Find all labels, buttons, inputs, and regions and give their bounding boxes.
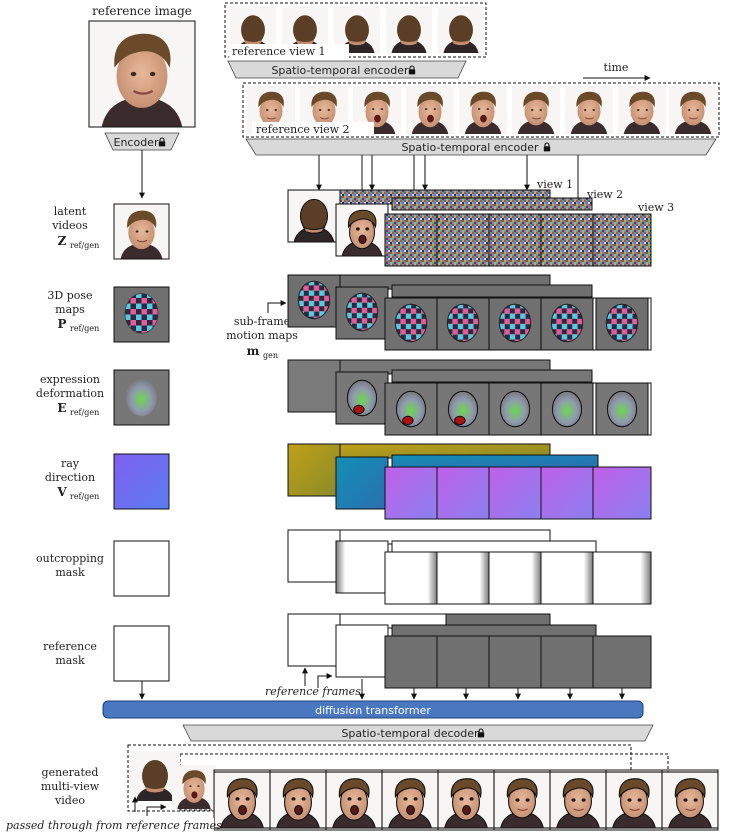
svg-text:deformation: deformation [36, 387, 104, 400]
row-label-pose: 3D pose maps P ref/gen [47, 289, 99, 333]
encoder-label: Encoder [114, 136, 159, 149]
svg-text:ref/gen: ref/gen [70, 241, 99, 250]
reference-image-label: reference image [92, 4, 192, 18]
passed-through-label: passed through from reference frames [6, 819, 222, 832]
refmask-stack [287, 613, 652, 689]
outcrop-stack [287, 529, 652, 605]
row-label-ray: ray direction V ref/gen [45, 457, 99, 501]
view1-label: view 1 [536, 178, 573, 191]
svg-text:generated: generated [42, 766, 99, 779]
diffusion-input-arrows [139, 679, 625, 700]
svg-text:mask: mask [55, 654, 85, 667]
encoder-block: Encoder [104, 132, 180, 151]
svg-text:latent: latent [54, 205, 87, 218]
generated-label: generated multi-view video [41, 766, 100, 807]
svg-text:V: V [56, 485, 67, 499]
expression-stack [287, 359, 652, 436]
outcrop-thumb [113, 540, 170, 597]
svg-text:m: m [247, 344, 260, 358]
diffusion-transformer-label: diffusion transformer [315, 704, 431, 717]
passed-through-arrows [132, 796, 167, 816]
row-label-latent: latent videos Z ref/gen [51, 205, 99, 250]
view2-label: view 2 [586, 188, 623, 201]
row-label-refmask: reference mask [43, 640, 97, 667]
reference-frames-label: reference frames [265, 685, 361, 698]
svg-text:reference: reference [43, 640, 97, 653]
svg-text:expression: expression [40, 373, 100, 386]
svg-text:Z: Z [58, 234, 67, 248]
svg-text:mask: mask [55, 566, 85, 579]
svg-text:direction: direction [45, 471, 95, 484]
svg-text:P: P [57, 317, 66, 331]
svg-text:maps: maps [55, 303, 85, 316]
reference-view2-strip: reference view 2 [242, 82, 720, 138]
motion-arrow [267, 300, 287, 313]
reference-view1-label: reference view 1 [232, 45, 326, 58]
generated-video-stack [127, 744, 719, 831]
ray-thumb [113, 453, 170, 510]
pose-stack [287, 274, 652, 351]
row-label-outcrop: outcropping mask [36, 552, 104, 579]
svg-text:sub-frame: sub-frame [234, 315, 290, 328]
reference-frames-arrows [302, 667, 333, 688]
svg-text:video: video [54, 794, 85, 807]
reference-view1-strip: reference view 1 [224, 2, 487, 58]
ray-stack [287, 443, 652, 520]
spatiotemporal-encoder-label-2: Spatio-temporal encoder [401, 141, 539, 154]
svg-text:E: E [57, 401, 66, 415]
pose-thumb [113, 286, 170, 343]
svg-text:ray: ray [61, 457, 80, 470]
svg-text:ref/gen: ref/gen [70, 492, 99, 501]
diffusion-transformer: diffusion transformer [102, 700, 644, 719]
expression-thumb [113, 369, 170, 426]
reference-image [88, 20, 196, 128]
row-label-expression: expression deformation E ref/gen [36, 373, 104, 417]
svg-text:3D pose: 3D pose [47, 289, 92, 302]
svg-text:ref/gen: ref/gen [70, 324, 99, 333]
view3-label: view 3 [637, 201, 674, 214]
svg-text:multi-view: multi-view [41, 780, 100, 793]
spatiotemporal-decoder: Spatio-temporal decoder [182, 724, 654, 742]
decoder-label: Spatio-temporal decoder [341, 727, 479, 740]
svg-text:outcropping: outcropping [36, 552, 104, 565]
svg-text:videos: videos [51, 219, 88, 232]
reference-view2-label: reference view 2 [256, 123, 350, 136]
motion-maps-label: sub-frame motion maps m gen [226, 315, 298, 360]
spatiotemporal-encoder-1: Spatio-temporal encoder [227, 60, 467, 79]
latent-thumb [113, 203, 170, 260]
latent-stack [287, 189, 652, 267]
spatiotemporal-encoder-2: Spatio-temporal encoder [245, 138, 717, 156]
time-label: time [604, 61, 629, 74]
svg-text:ref/gen: ref/gen [70, 408, 99, 417]
svg-text:gen: gen [263, 351, 278, 360]
spatiotemporal-encoder-label: Spatio-temporal encoder [271, 64, 409, 77]
refmask-thumb [113, 625, 170, 682]
svg-text:motion maps: motion maps [226, 329, 298, 342]
